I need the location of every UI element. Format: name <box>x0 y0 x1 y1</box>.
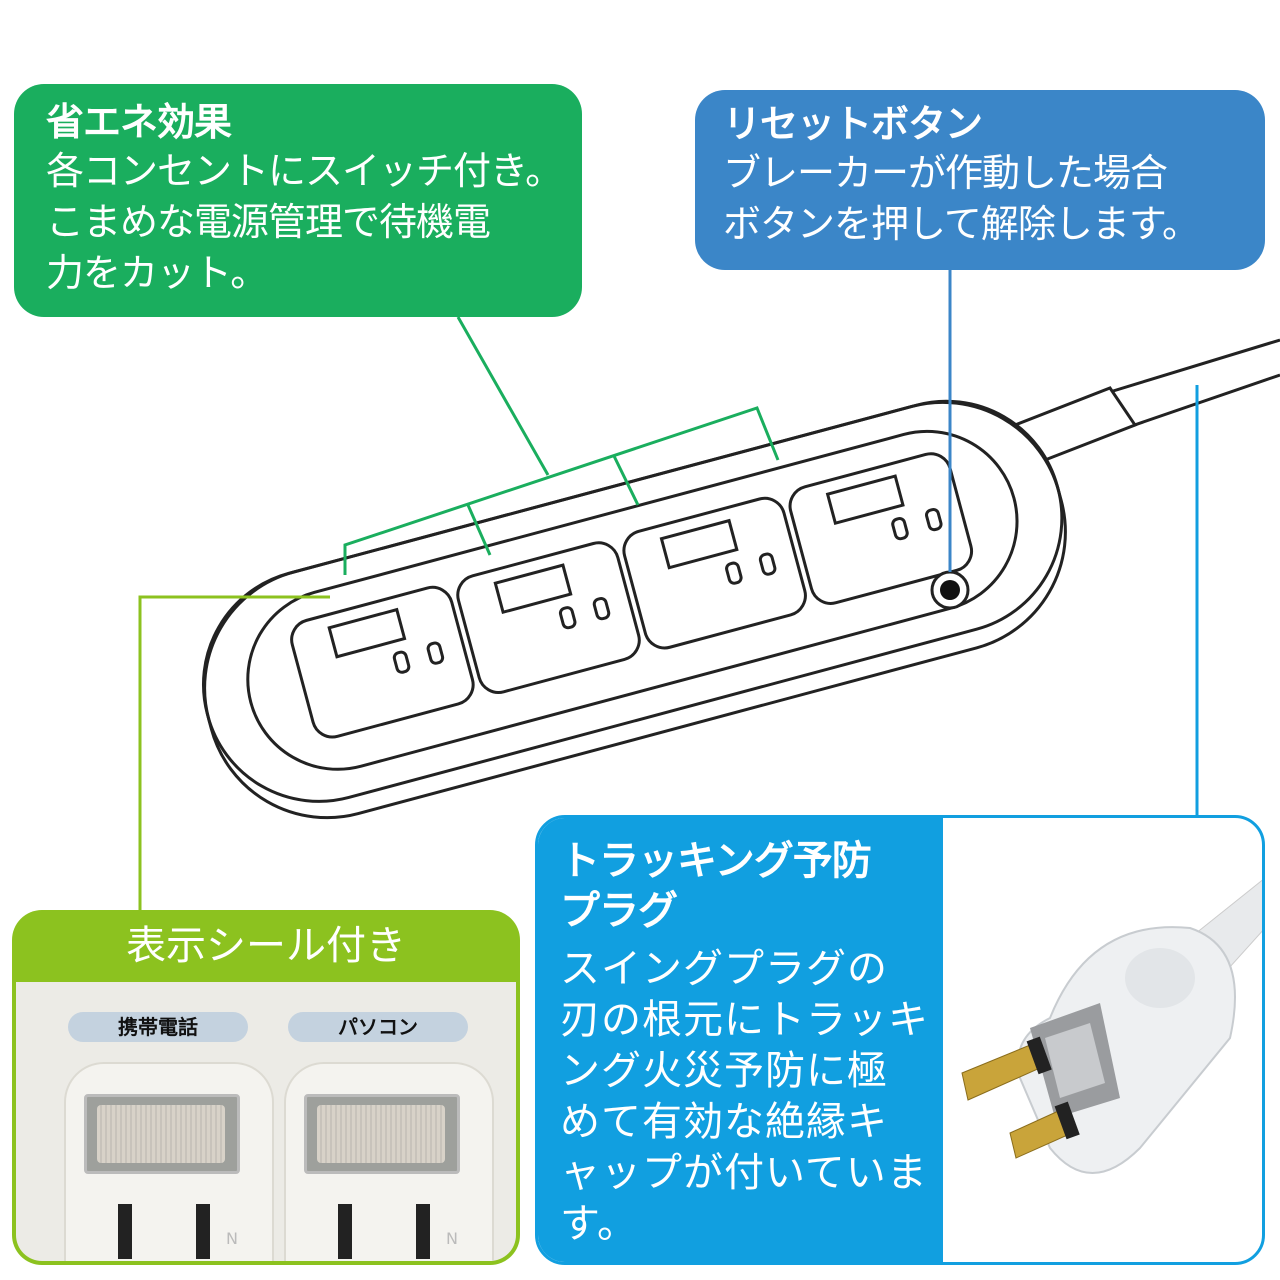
outlet <box>622 496 807 650</box>
socket-slot <box>416 1204 430 1259</box>
callout-text: す。 <box>560 1201 638 1247</box>
callout-text: 刃の根元にトラッキ <box>560 997 929 1043</box>
callout-text: スイングプラグの <box>560 946 888 992</box>
callout-title: 省エネ効果 <box>46 100 232 144</box>
energy-saving-callout: 省エネ効果 各コンセントにスイッチ付き。 こまめな電源管理で待機電 力をカット。 <box>14 84 582 317</box>
outlet-photo: N <box>64 1062 274 1261</box>
callout-text: 各コンセントにスイッチ付き。 <box>46 149 563 193</box>
callout-text: ャップが付いていま <box>560 1150 928 1196</box>
callout-text: 力をカット。 <box>46 251 268 295</box>
neutral-mark: N <box>446 1229 458 1248</box>
sticker-label: 携帯電話 <box>68 1012 248 1042</box>
outlet <box>788 452 974 605</box>
socket-slot <box>196 1204 210 1259</box>
callout-title: 表示シール付き <box>126 923 406 969</box>
tracking-plug-callout: トラッキング予防 プラグ スイングプラグの 刃の根元にトラッキ ング火災予防に極… <box>535 815 1265 1265</box>
callout-text: ボタンを押して解除します。 <box>723 202 1200 246</box>
label-sticker-callout: 表示シール付き 携帯電話 パソコン N N <box>12 910 520 1265</box>
switch-icon <box>84 1094 240 1174</box>
outlet-photo: N <box>284 1062 494 1261</box>
callout-text: こまめな電源管理で待機電 <box>46 200 491 244</box>
callout-text: ング火災予防に極 <box>560 1048 888 1094</box>
energy-leader-line <box>343 316 780 575</box>
callout-text: ブレーカーが作動した場合 <box>723 151 1168 195</box>
reset-button-callout: リセットボタン ブレーカーが作動した場合 ボタンを押して解除します。 <box>695 90 1265 270</box>
sticker-photo: 携帯電話 パソコン N N <box>16 982 516 1261</box>
callout-text: めて有効な絶縁キ <box>560 1099 888 1145</box>
outlet <box>290 585 475 739</box>
sticker-leader-line <box>138 595 330 910</box>
callout-title: トラッキング予防 <box>560 838 872 884</box>
sticker-label: パソコン <box>288 1012 468 1042</box>
neutral-mark: N <box>226 1229 238 1248</box>
callout-title: リセットボタン <box>723 102 983 146</box>
socket-slot <box>338 1204 352 1259</box>
cord <box>1099 338 1280 432</box>
switch-icon <box>304 1094 460 1174</box>
callout-title: プラグ <box>560 888 678 934</box>
outlet <box>456 541 641 694</box>
plug-photo <box>961 879 1262 1174</box>
socket-slot <box>118 1204 132 1259</box>
